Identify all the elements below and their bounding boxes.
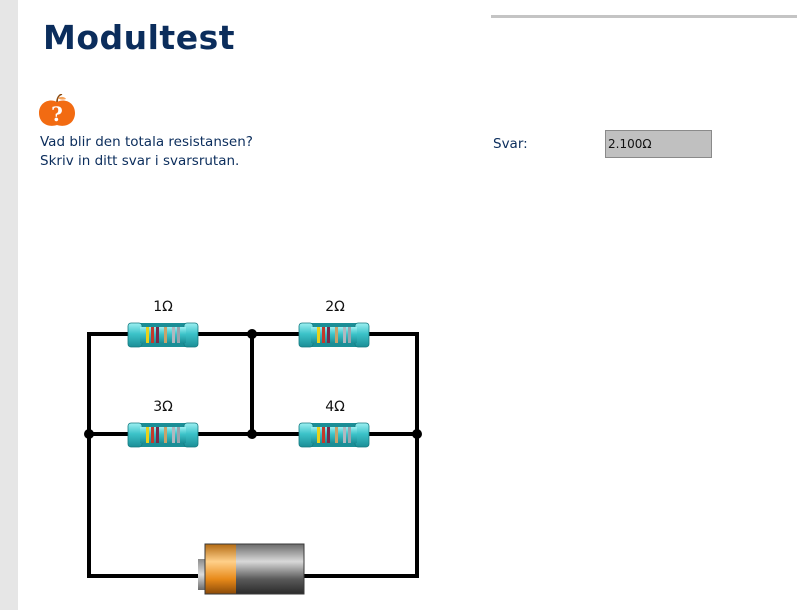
circuit-junctions	[84, 329, 422, 439]
resistor-1-label: 1Ω	[153, 299, 173, 315]
question-apple-icon[interactable]: ?	[38, 94, 76, 128]
battery-icon	[198, 543, 305, 595]
resistor-2: 2Ω	[298, 299, 370, 348]
resistor-1: 1Ω	[127, 299, 199, 348]
resistor-3-label: 3Ω	[153, 399, 173, 415]
resistor-2-label: 2Ω	[325, 299, 345, 315]
resistor-4: 4Ω	[298, 399, 370, 448]
question-text: Vad blir den totala resistansen? Skriv i…	[40, 133, 253, 171]
junction-dot	[412, 429, 422, 439]
svg-text:?: ?	[51, 102, 63, 126]
answer-label: Svar:	[493, 136, 528, 152]
page-title: Modultest	[43, 18, 236, 57]
header-divider	[491, 15, 797, 18]
resistor-4-label: 4Ω	[325, 399, 345, 415]
question-line-1: Vad blir den totala resistansen?	[40, 134, 253, 150]
junction-dot	[247, 329, 257, 339]
junction-dot	[84, 429, 94, 439]
answer-input[interactable]	[605, 130, 712, 158]
junction-dot	[247, 429, 257, 439]
circuit-wires	[87, 332, 419, 578]
question-line-2: Skriv in ditt svar i svarsrutan.	[40, 153, 240, 169]
left-sidebar-bar	[0, 0, 18, 610]
resistor-3: 3Ω	[127, 399, 199, 448]
